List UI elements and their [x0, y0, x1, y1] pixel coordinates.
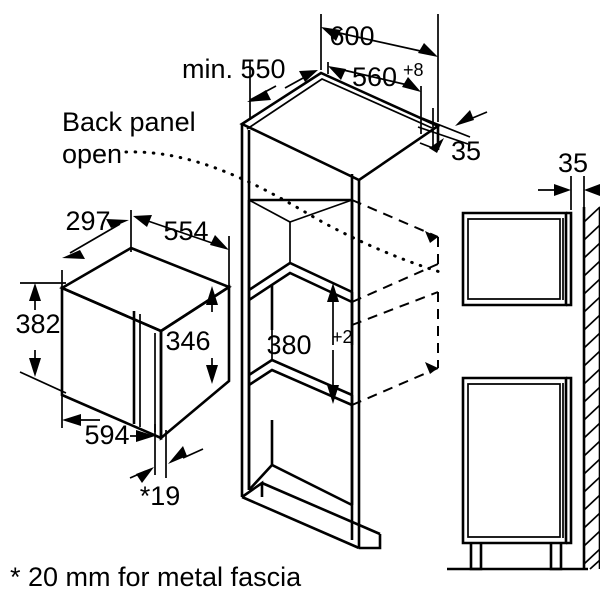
cabinet-plinth-top-edge	[261, 481, 381, 536]
side-upper-box	[461, 211, 568, 307]
side-lower-box-inner	[467, 383, 561, 538]
dimension-35-top: 35	[417, 108, 488, 166]
dimension-19: *19	[129, 424, 204, 511]
dim-382-arrow-down	[29, 358, 41, 377]
hidden-appliance-shelf2-rear	[351, 367, 439, 406]
side-section-view	[447, 206, 600, 571]
dimension-594: 594	[61, 393, 155, 450]
side-lower-door-edge	[566, 376, 573, 545]
wall-hatching	[583, 206, 600, 570]
dim-594-label: 594	[84, 420, 129, 450]
hidden-appliance-mid-rear	[351, 291, 439, 326]
back-panel-dotted-leader	[124, 150, 442, 274]
dim-35-wall-arrow-left	[554, 184, 571, 196]
dim-19-arrow-right	[168, 446, 187, 464]
dim-346-arrow-up	[206, 286, 218, 305]
dimension-554: 554	[133, 215, 230, 288]
shelf-2-thickness	[248, 368, 353, 407]
hidden-arrow-lower	[425, 362, 438, 374]
back-panel-callout-line2: open	[62, 139, 122, 169]
dimension-380: 380 +2	[266, 283, 353, 404]
cabinet-plinth-right	[359, 534, 382, 550]
dim-382-label: 382	[15, 309, 60, 339]
dim-297-arrow-left	[62, 250, 85, 259]
dim-19-label: *19	[140, 481, 181, 511]
shelf-1-upper-back-right	[289, 199, 353, 223]
hidden-appliance-shelf1-rear	[351, 263, 439, 303]
dim-554-label: 554	[163, 216, 208, 246]
dim-346-arrow-down	[206, 365, 218, 384]
dim-550-arrow-2	[247, 90, 271, 102]
dim-380-label: 380	[266, 330, 311, 360]
dim-35-wall-label: 35	[558, 148, 588, 178]
dim-600-arrow-right	[418, 43, 438, 57]
cabinet-top-panel-thickness	[246, 78, 433, 130]
dim-297-arrow-right	[106, 219, 129, 228]
dim-550-arrow	[299, 70, 318, 82]
dim-560-line	[338, 68, 413, 87]
side-upper-door-edge	[566, 211, 573, 307]
dim-594-arrow-right	[136, 430, 155, 442]
dimension-min-550: min. 550	[182, 54, 318, 120]
dim-297-label: 297	[65, 206, 110, 236]
back-panel-leader-group	[124, 150, 442, 274]
dim-19-arrow-left	[136, 467, 154, 483]
dim-554-arrow-right	[210, 235, 229, 250]
dim-560-arrow-left	[328, 66, 346, 80]
dim-600-label: 600	[329, 21, 374, 51]
back-panel-callout-line1: Back panel	[62, 107, 196, 137]
dim-346-label: 346	[165, 326, 210, 356]
dimension-35-wall: 35	[538, 148, 600, 210]
dim-380-arrow-up	[327, 283, 339, 302]
cabinet-bottom-inner-surface	[248, 463, 353, 507]
dim-35-top-ledge-b	[417, 126, 469, 145]
appliance-top-face	[59, 246, 232, 333]
dim-600-arrow-left	[321, 27, 341, 41]
dim-35-top-arrow-2	[429, 138, 444, 153]
hidden-appliance-top-rear	[351, 199, 439, 238]
dim-600-line	[325, 29, 435, 55]
dimension-600: 600	[320, 14, 439, 122]
side-upper-box-inner	[467, 218, 561, 300]
dim-35-wall-arrow-right	[584, 184, 600, 196]
dim-550-label: min. 550	[182, 54, 286, 84]
appliance-right-face	[159, 284, 231, 441]
dim-560-tolerance: +8	[403, 60, 424, 80]
footnote-text: * 20 mm for metal fascia	[10, 562, 302, 592]
dimension-560: 560 +8	[327, 60, 424, 134]
dimension-297: 297	[61, 206, 132, 300]
dim-554-arrow-left	[133, 215, 152, 227]
side-foot-left	[469, 543, 483, 571]
side-lower-box	[461, 376, 568, 545]
dimension-382: 382	[15, 282, 67, 394]
dim-560-arrow-right	[402, 77, 421, 92]
dim-380-arrow-down	[327, 385, 339, 404]
dim-35-top-label: 35	[451, 136, 481, 166]
dim-382-ext-bottom	[19, 371, 67, 394]
side-foot-right	[549, 543, 563, 571]
dim-382-arrow-up	[29, 283, 41, 301]
hidden-arrow-upper	[425, 231, 438, 243]
dim-297-line	[69, 223, 121, 254]
dimension-346: 346	[165, 286, 218, 384]
dim-560-label: 560	[352, 62, 397, 92]
dim-19-line-right	[182, 448, 204, 459]
shelf-1-upper-back-left	[248, 199, 291, 223]
dim-554-line	[144, 219, 216, 245]
cabinet-plinth-bottom-edge	[241, 495, 360, 550]
center-cabinet-isometric	[239, 71, 441, 550]
dim-35-top-ledge-a	[421, 117, 471, 138]
dim-380-tolerance: +2	[332, 327, 353, 347]
dim-594-arrow-left	[62, 414, 81, 426]
dim-35-top-arrow-1	[455, 110, 474, 126]
